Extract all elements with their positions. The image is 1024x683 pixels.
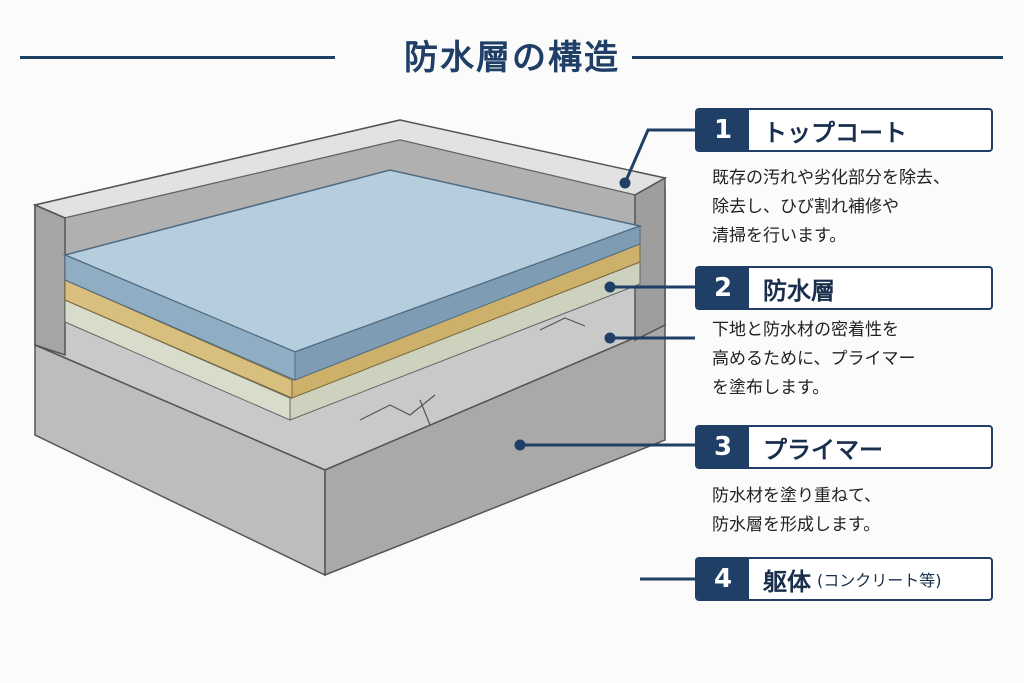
right-wall-front: [634, 176, 666, 342]
label-box-1: 1 トップコート: [695, 108, 993, 152]
title-rule-right: [632, 56, 1003, 59]
desc-line: 清掃を行います。: [712, 226, 847, 246]
label-box-4: 4 躯体 (コンクリート等): [695, 557, 993, 601]
label-sub: (コンクリート等): [817, 571, 942, 590]
desc-line: 除去し、ひび割れ補修や: [712, 197, 899, 217]
desc-line: 防水層を形成します。: [712, 515, 881, 535]
description-2: 下地と防水材の密着性を 高めるために、プライマー を塗布します。: [712, 316, 916, 403]
label-number: 1: [697, 110, 749, 150]
desc-line: を塗布します。: [712, 378, 830, 398]
label-box-3: 3 プライマー: [695, 425, 993, 469]
label-number: 3: [697, 427, 749, 467]
slab-right-face: [324, 323, 666, 577]
left-wall-front: [34, 203, 66, 357]
description-1: 既存の汚れや劣化部分を除去、 除去し、ひび割れ補修や 清掃を行います。: [712, 164, 950, 251]
desc-line: 防水材を塗り重ねて、: [712, 486, 882, 506]
leader-line-1: [623, 128, 695, 184]
label-main: 躯体: [763, 567, 811, 596]
label-text: 防水層: [763, 276, 835, 305]
description-3: 防水材を塗り重ねて、 防水層を形成します。: [712, 482, 881, 540]
desc-line: 既存の汚れや劣化部分を除去、: [712, 168, 950, 188]
desc-line: 下地と防水材の密着性を: [712, 320, 899, 340]
title-rule-left: [20, 56, 335, 59]
crack-lines: [359, 317, 586, 426]
page-title: 防水層の構造: [404, 38, 620, 78]
label-number: 2: [697, 268, 749, 308]
label-text: プライマー: [763, 435, 883, 464]
label-number: 4: [697, 559, 749, 599]
desc-line: 高めるために、プライマー: [712, 349, 916, 369]
label-text: トップコート: [763, 118, 907, 147]
topcoat-right: [294, 225, 641, 381]
label-box-2: 2 防水層: [695, 266, 993, 310]
label-text: 躯体 (コンクリート等): [749, 559, 942, 599]
